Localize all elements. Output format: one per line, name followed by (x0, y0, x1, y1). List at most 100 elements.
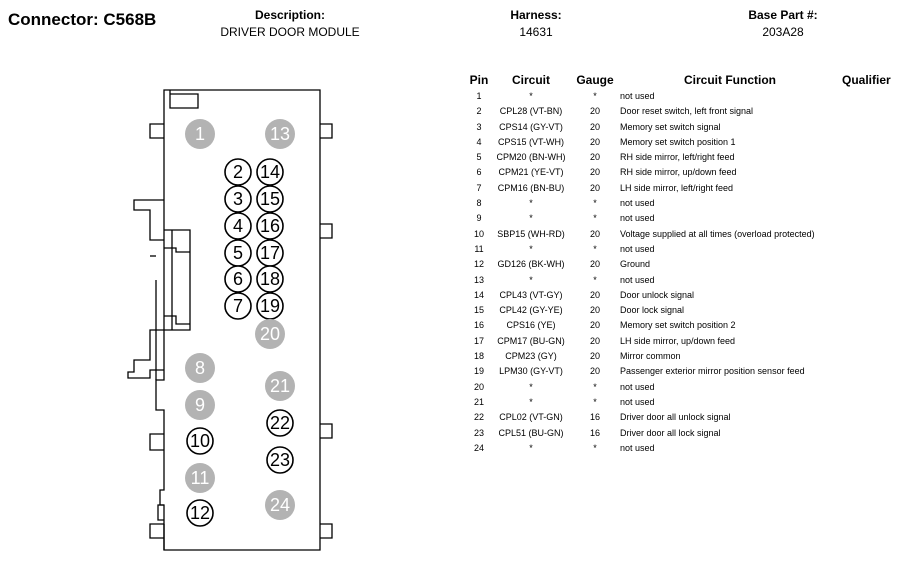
circuit-cell: CPM17 (BU-GN) (497, 335, 565, 346)
circuit-cell: LPM30 (GY-VT) (499, 366, 563, 377)
pin-1: 1 (185, 119, 215, 149)
gauge-cell: * (593, 381, 597, 392)
pin-label: 15 (260, 189, 280, 209)
pin-label: 20 (260, 324, 280, 344)
circuit-cell: CPS16 (YE) (506, 320, 556, 331)
pin-label: 23 (270, 450, 290, 470)
table-row: 24**not used (466, 441, 896, 456)
function-cell: Door lock signal (620, 305, 685, 316)
pin-circle (185, 463, 215, 493)
pin-23: 23 (266, 446, 294, 474)
circuit-cell: * (529, 381, 533, 392)
pin-cell: 13 (473, 274, 484, 285)
circuit-cell: CPL02 (VT-GN) (499, 412, 563, 423)
gauge-cell: 20 (589, 182, 600, 193)
pin-label: 7 (233, 296, 243, 316)
pin-label: 8 (195, 358, 205, 378)
pin-label: 17 (260, 243, 280, 263)
pin-label: 16 (260, 216, 280, 236)
pin-cell: 3 (476, 121, 482, 132)
pin-21: 21 (265, 371, 295, 401)
pin-label: 9 (195, 395, 205, 415)
pin-cell: 10 (473, 228, 484, 239)
pin-label: 21 (270, 376, 290, 396)
col-header-gauge: Gauge (576, 73, 614, 87)
pin-label: 4 (233, 216, 243, 236)
pin-14: 14 (256, 158, 284, 186)
function-cell: Driver door all lock signal (620, 427, 721, 438)
function-cell: not used (620, 381, 655, 392)
pin-circle (224, 292, 252, 320)
table-row: 20**not used (466, 380, 896, 395)
pin-cell: 19 (473, 366, 484, 377)
function-cell: Memory set switch signal (620, 121, 721, 132)
pin-circle (265, 490, 295, 520)
function-cell: RH side mirror, left/right feed (620, 152, 735, 163)
table-row: 13**not used (466, 273, 896, 288)
circuit-cell: SBP15 (WH-RD) (497, 228, 565, 239)
gauge-cell: 20 (589, 351, 600, 362)
function-cell: LH side mirror, left/right feed (620, 182, 734, 193)
pin-cell: 15 (473, 305, 484, 316)
pin-circle (256, 158, 284, 186)
pin-10: 10 (186, 427, 214, 455)
pin-12: 12 (186, 499, 214, 527)
circuit-cell: CPM21 (YE-VT) (498, 167, 564, 178)
gauge-cell: 20 (589, 320, 600, 331)
base-part-value: 203A28 (762, 25, 804, 39)
gauge-cell: 20 (589, 121, 600, 132)
pin-6: 6 (224, 265, 252, 293)
pin-cell: 6 (476, 167, 482, 178)
table-row: 8**not used (466, 196, 896, 211)
gauge-cell: * (593, 243, 597, 254)
pin-label: 6 (233, 269, 243, 289)
gauge-cell: 20 (589, 167, 600, 178)
circuit-cell: CPL43 (VT-GY) (499, 289, 563, 300)
function-cell: LH side mirror, up/down feed (620, 335, 736, 346)
pin-circle (265, 371, 295, 401)
pin-16: 16 (256, 212, 284, 240)
circuit-cell: CPL51 (BU-GN) (498, 427, 564, 438)
pin-cell: 22 (473, 412, 484, 423)
gauge-cell: 20 (589, 366, 600, 377)
pin-cell: 7 (476, 182, 482, 193)
function-cell: not used (620, 396, 655, 407)
table-row: 7 CPM16 (BN-BU) 20 LH side mirror, left/rig… (466, 181, 896, 196)
pin-cell: 14 (473, 289, 484, 300)
col-header-circuit-function: Circuit Function (684, 73, 776, 87)
pin-19: 19 (256, 292, 284, 320)
base-part-label: Base Part #: (748, 8, 818, 22)
circuit-cell: * (529, 442, 533, 453)
pin-13: 13 (265, 119, 295, 149)
gauge-cell: * (593, 198, 597, 209)
circuit-cell: CPS14 (GY-VT) (499, 121, 563, 132)
function-cell: not used (620, 213, 655, 224)
gauge-cell: * (593, 396, 597, 407)
function-cell: Memory set switch position 2 (620, 320, 736, 331)
description-label: Description: (254, 8, 325, 22)
pin-cell: 18 (473, 351, 484, 362)
col-header-pin: Pin (469, 73, 489, 87)
circuit-cell: * (529, 91, 533, 101)
pin-circle (224, 265, 252, 293)
pin-18: 18 (256, 265, 284, 293)
harness-value: 14631 (519, 25, 553, 39)
pin-cell: 4 (476, 136, 482, 147)
function-cell: Voltage supplied at all times (overload … (620, 228, 815, 239)
function-cell: Mirror common (620, 351, 681, 362)
description-value: DRIVER DOOR MODULE (220, 25, 360, 39)
circuit-cell: CPM16 (BN-BU) (497, 182, 565, 193)
circuit-cell: * (529, 396, 533, 407)
pin-circle (256, 265, 284, 293)
table-row: 11**not used (466, 242, 896, 257)
table-row: 3 CPS14 (GY-VT) 20 Memory set switch signal (466, 120, 896, 135)
pin-17: 17 (256, 239, 284, 267)
circuit-cell: CPM23 (GY) (505, 351, 557, 362)
